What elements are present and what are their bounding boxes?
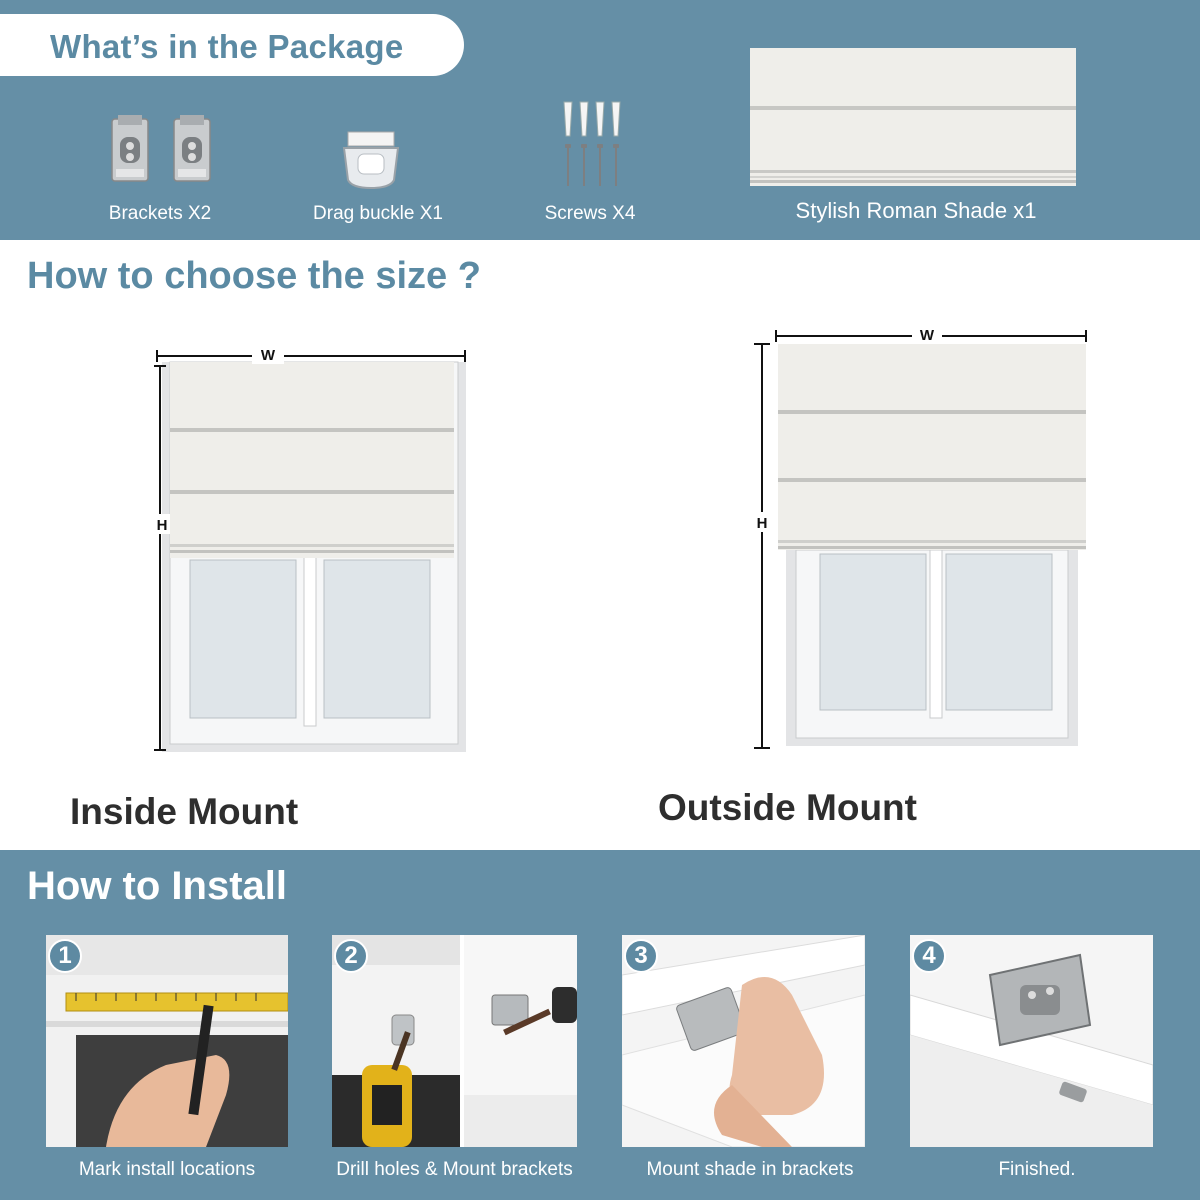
screw-icon xyxy=(560,100,624,192)
roman-shade-icon xyxy=(750,48,1076,186)
size-title: How to choose the size ? xyxy=(27,255,481,297)
outside-height-marker: H xyxy=(757,515,768,532)
inside-height-marker: H xyxy=(157,517,168,534)
step-1-caption: Mark install locations xyxy=(78,1159,256,1180)
bracket-icon xyxy=(110,115,214,185)
inside-mount-diagram: W H xyxy=(150,340,480,760)
inside-width-marker: W xyxy=(261,347,276,364)
step-2-caption: Drill holes & Mount brackets xyxy=(336,1159,573,1180)
buckle-label: Drag buckle X1 xyxy=(313,203,443,224)
package-title: What’s in the Package xyxy=(50,28,404,65)
outside-mount-label: Outside Mount xyxy=(658,787,917,828)
step-3-photo: 3 xyxy=(622,935,865,1147)
roman-shade-label: Stylish Roman Shade x1 xyxy=(795,198,1037,223)
buckle-icon xyxy=(340,130,402,190)
step-4-photo: 4 xyxy=(910,935,1153,1147)
package-title-pill: What’s in the Package xyxy=(0,14,464,76)
install-title: How to Install xyxy=(27,864,287,908)
step-4-badge: 4 xyxy=(912,939,946,973)
step-3-caption: Mount shade in brackets xyxy=(646,1159,854,1180)
bracket-label: Brackets X2 xyxy=(108,203,212,224)
step-2-badge: 2 xyxy=(334,939,368,973)
step-1-photo: 1 xyxy=(46,935,288,1147)
step-1-badge: 1 xyxy=(48,939,82,973)
inside-mount-label: Inside Mount xyxy=(70,791,299,832)
outside-width-marker: W xyxy=(920,327,935,344)
step-3-badge: 3 xyxy=(624,939,658,973)
outside-mount-diagram: W H xyxy=(750,322,1095,752)
step-4-caption: Finished. xyxy=(998,1159,1076,1180)
step-2-photo: 2 xyxy=(332,935,577,1147)
screw-label: Screws X4 xyxy=(544,203,636,224)
